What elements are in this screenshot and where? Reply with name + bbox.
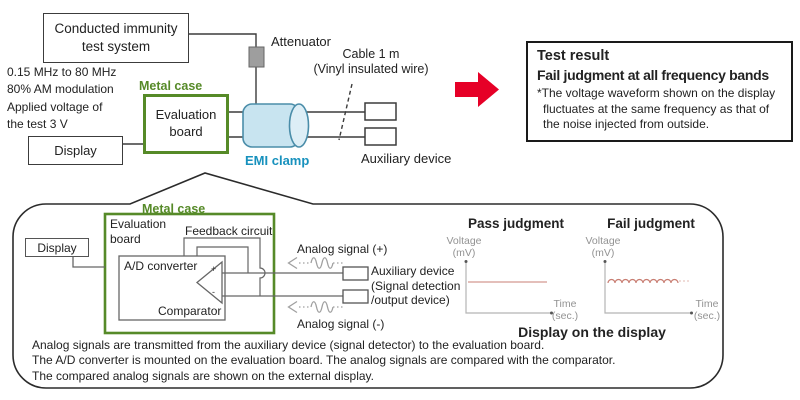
fail-graph-title: Fail judgment [607, 216, 695, 231]
test-result-box: Test result Fail judgment at all frequen… [526, 41, 793, 142]
evaluation-board-label-bottom: Evaluation board [110, 217, 167, 246]
display-on-display-caption: Display on the display [518, 324, 666, 340]
display-box-top: Display [28, 136, 123, 165]
fail-graph-xlabel: Time (sec.) [693, 298, 721, 323]
test-result-title: Test result [537, 48, 610, 64]
cable-callout-dashed-line [338, 83, 353, 141]
emi-clamp-end [288, 103, 310, 148]
detail-display-wire [72, 257, 105, 268]
fail-ripple-line [607, 278, 679, 284]
test-system-box: Conducted immunity test system [43, 13, 189, 63]
comparator-triangle [195, 260, 223, 305]
analog-minus-waveform-icon [287, 300, 343, 314]
feedback-loop-outer [183, 237, 266, 296]
feedback-circuit-label: Feedback circuit [185, 224, 273, 238]
comparator-label: Comparator [158, 304, 222, 318]
metal-case-label-top: Metal case [139, 79, 203, 93]
display-box-bottom: Display [25, 238, 89, 257]
test-result-subtitle: Fail judgment at all frequency bands [537, 67, 769, 83]
detail-notes-text: Analog signals are transmitted from the … [32, 338, 616, 383]
attenuator-symbol [248, 46, 265, 68]
test-system-to-attenuator-wire [189, 33, 257, 47]
red-arrow-icon [455, 72, 499, 107]
detail-aux-box-2 [342, 289, 369, 304]
attenuator-label: Attenuator [271, 34, 331, 49]
pass-graph-ylabel: Voltage (mV) [446, 235, 482, 260]
auxiliary-device-box-1 [364, 102, 397, 121]
fail-graph-ylabel: Voltage (mV) [585, 235, 621, 260]
comparator-plus-terminal: + [211, 264, 217, 274]
detail-aux-box-1 [342, 266, 369, 281]
evaluation-board-box-top: Evaluation board [143, 94, 229, 154]
adc-label: A/D converter [124, 259, 198, 273]
auxiliary-device-label-top: Auxiliary device [361, 151, 452, 166]
pass-graph-xlabel: Time (sec.) [551, 298, 579, 323]
feedback-loop-inner [196, 246, 249, 273]
comparator-minus-terminal: - [212, 287, 215, 297]
auxiliary-device-box-2 [364, 127, 397, 146]
emi-clamp-label: EMI clamp [245, 153, 310, 168]
fail-graph [603, 260, 693, 315]
test-result-note: *The voltage waveform shown on the displ… [537, 86, 776, 132]
pass-graph-title: Pass judgment [467, 216, 565, 231]
analog-plus-waveform-icon [287, 256, 343, 270]
auxiliary-device-label-bottom: Auxiliary device (Signal detection /outp… [371, 264, 461, 308]
cable-label: Cable 1 m (Vinyl insulated wire) [313, 47, 429, 77]
analog-signal-minus-label: Analog signal (-) [297, 317, 385, 331]
metal-case-label-bottom: Metal case [142, 202, 206, 216]
test-conditions-text: 0.15 MHz to 80 MHz 80% AM modulation App… [7, 65, 117, 132]
pass-graph [464, 260, 553, 315]
analog-signal-plus-label: Analog signal (+) [297, 242, 388, 256]
